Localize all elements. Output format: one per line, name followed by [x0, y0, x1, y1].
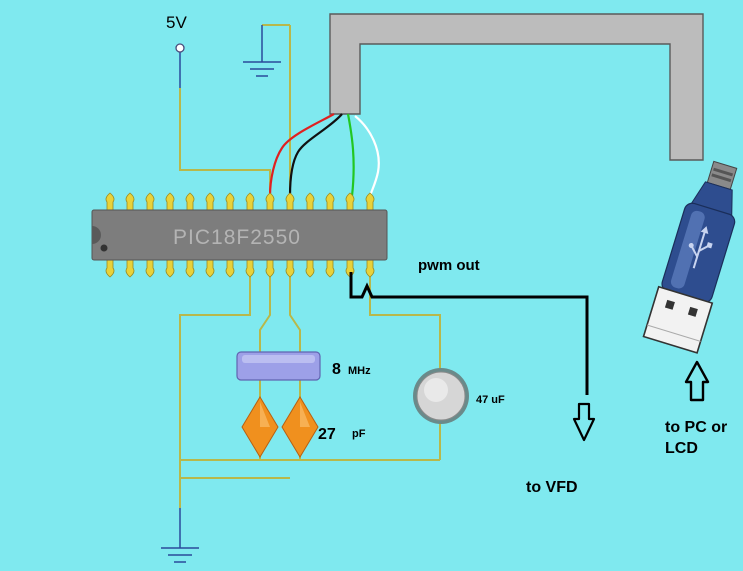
chip-pin	[105, 259, 115, 278]
vcc-label: 5V	[166, 13, 187, 32]
wire-red	[268, 113, 335, 197]
left-rail-trace	[179, 272, 251, 478]
chip-pin	[185, 259, 195, 278]
capacitor-unit: pF	[352, 428, 366, 440]
chip-pin	[265, 259, 275, 278]
chip-pin	[125, 192, 135, 211]
usb-wires	[268, 113, 380, 197]
chip-pin	[145, 259, 155, 278]
vfd-label: to VFD	[526, 479, 578, 496]
chip-pin	[165, 259, 175, 278]
crystal-right-trace	[289, 272, 301, 460]
capacitor-right	[281, 396, 319, 458]
chip-pin	[105, 192, 115, 211]
capacitor-value: 27	[318, 426, 336, 443]
chip-pin	[365, 192, 375, 211]
ground-wires	[179, 25, 263, 548]
usb-cable	[329, 13, 704, 161]
chip-pin	[185, 192, 195, 211]
wire-white	[354, 115, 380, 197]
chip-label: PIC18F2550	[173, 226, 301, 249]
chip-pin	[365, 259, 375, 278]
chip-pin	[125, 259, 135, 278]
pwm-label: pwm out	[418, 257, 480, 274]
pc-label-line1: to PC or	[665, 419, 727, 436]
crystal-value: 8	[332, 361, 341, 378]
hollow-arrow-down-icon	[572, 402, 596, 442]
chip-pin	[245, 192, 255, 211]
chip-pin	[145, 192, 155, 211]
chip-pin	[325, 192, 335, 211]
pc-label-line2: LCD	[665, 440, 698, 457]
hollow-arrow-up-icon	[684, 360, 710, 402]
chip-pin	[285, 259, 295, 278]
crystal: 8 MHz	[236, 351, 371, 381]
chip-pin	[165, 192, 175, 211]
cap47-label: 47 uF	[476, 394, 505, 406]
chip-pin	[225, 192, 235, 211]
chip-pin	[305, 192, 315, 211]
chip-pin	[225, 259, 235, 278]
ground-symbol-icon	[243, 61, 281, 77]
chip-pin	[205, 259, 215, 278]
crystal-unit: MHz	[348, 365, 371, 377]
vcc-trace	[179, 88, 271, 196]
vcc-terminal	[175, 43, 185, 53]
pwm-line	[349, 272, 589, 395]
chip-pin	[245, 259, 255, 278]
chip-pins-bottom	[105, 259, 375, 278]
usb-plug-icon	[642, 160, 738, 354]
ground-symbol-icon	[161, 547, 199, 563]
pic-chip: PIC18F2550	[91, 192, 388, 278]
chip-pin	[285, 192, 295, 211]
capacitor-left	[241, 396, 279, 458]
crystal-left-trace	[259, 272, 271, 460]
electrolytic-capacitor: 47 uF	[413, 368, 505, 424]
chip-pin	[265, 192, 275, 211]
wire-green	[346, 113, 355, 197]
vcc-supply: 5V	[166, 13, 187, 88]
chip-pin	[205, 192, 215, 211]
chip-pin1-dot	[100, 244, 108, 252]
wire-black	[288, 113, 343, 197]
chip-pin	[305, 259, 315, 278]
chip-pin	[325, 259, 335, 278]
cap47-trace	[369, 272, 441, 460]
chip-pins-top	[105, 192, 375, 211]
chip-pin	[345, 192, 355, 211]
chip-notch	[92, 226, 101, 244]
